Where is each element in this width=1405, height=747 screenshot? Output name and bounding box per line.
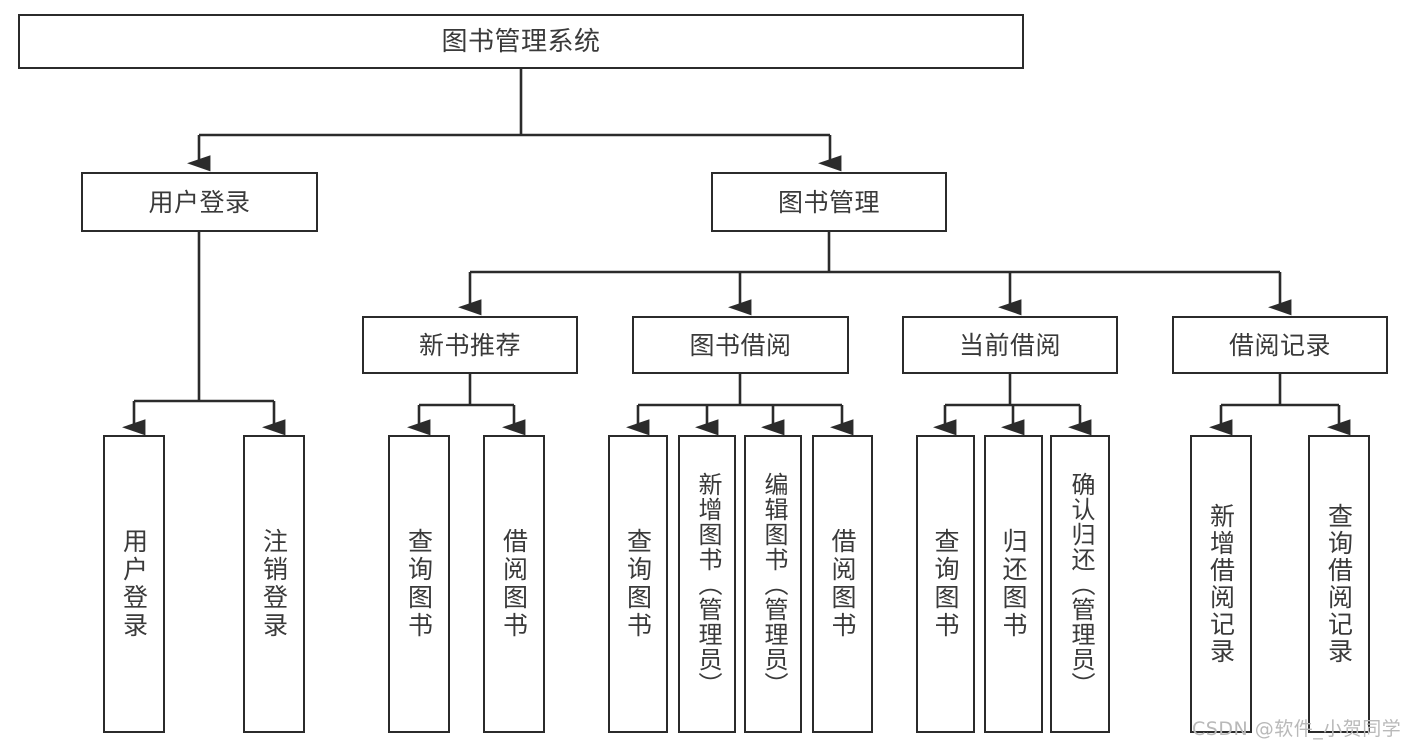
leaf-borrow-book-rec[interactable]: 借阅图书 xyxy=(483,435,545,733)
leaf-borrow-book-brw[interactable]: 借阅图书 xyxy=(812,435,873,733)
node-current-borrow[interactable]: 当前借阅 xyxy=(902,316,1118,374)
node-book-management[interactable]: 图书管理 xyxy=(711,172,947,232)
leaf-edit-book-admin-label: 编辑图书（管理员） xyxy=(759,471,788,697)
leaf-borrow-book-rec-label: 借阅图书 xyxy=(499,528,529,640)
node-user-login-label: 用户登录 xyxy=(148,187,251,217)
node-new-book-recommend-label: 新书推荐 xyxy=(418,330,521,360)
node-book-management-label: 图书管理 xyxy=(777,187,880,217)
leaf-confirm-return-admin-label: 确认归还（管理员） xyxy=(1066,471,1095,697)
leaf-add-book-admin-label: 新增图书（管理员） xyxy=(693,471,722,697)
leaf-logout-label: 注销登录 xyxy=(259,528,289,640)
leaf-user-login-label: 用户登录 xyxy=(119,528,149,640)
leaf-add-borrow-record[interactable]: 新增借阅记录 xyxy=(1190,435,1252,733)
leaf-query-book-brw-label: 查询图书 xyxy=(623,528,653,640)
node-borrow-record[interactable]: 借阅记录 xyxy=(1172,316,1388,374)
leaf-query-book-cur[interactable]: 查询图书 xyxy=(916,435,975,733)
leaf-add-book-admin[interactable]: 新增图书（管理员） xyxy=(678,435,736,733)
leaf-query-book-rec[interactable]: 查询图书 xyxy=(388,435,450,733)
node-new-book-recommend[interactable]: 新书推荐 xyxy=(362,316,578,374)
leaf-add-borrow-record-label: 新增借阅记录 xyxy=(1206,503,1236,665)
leaf-return-book[interactable]: 归还图书 xyxy=(984,435,1043,733)
leaf-return-book-label: 归还图书 xyxy=(999,528,1028,640)
node-root-label: 图书管理系统 xyxy=(441,26,601,57)
leaf-borrow-book-brw-label: 借阅图书 xyxy=(828,528,857,640)
leaf-logout[interactable]: 注销登录 xyxy=(243,435,305,733)
leaf-query-book-rec-label: 查询图书 xyxy=(404,528,434,640)
leaf-query-book-brw[interactable]: 查询图书 xyxy=(608,435,668,733)
node-current-borrow-label: 当前借阅 xyxy=(958,330,1061,360)
node-root[interactable]: 图书管理系统 xyxy=(18,14,1024,69)
leaf-query-borrow-record[interactable]: 查询借阅记录 xyxy=(1308,435,1370,733)
node-user-login[interactable]: 用户登录 xyxy=(81,172,318,232)
node-book-borrow[interactable]: 图书借阅 xyxy=(632,316,849,374)
leaf-confirm-return-admin[interactable]: 确认归还（管理员） xyxy=(1050,435,1110,733)
node-book-borrow-label: 图书借阅 xyxy=(689,330,792,360)
leaf-user-login[interactable]: 用户登录 xyxy=(103,435,165,733)
leaf-query-borrow-record-label: 查询借阅记录 xyxy=(1324,503,1354,665)
leaf-query-book-cur-label: 查询图书 xyxy=(931,528,960,640)
node-borrow-record-label: 借阅记录 xyxy=(1228,330,1331,360)
leaf-edit-book-admin[interactable]: 编辑图书（管理员） xyxy=(744,435,802,733)
